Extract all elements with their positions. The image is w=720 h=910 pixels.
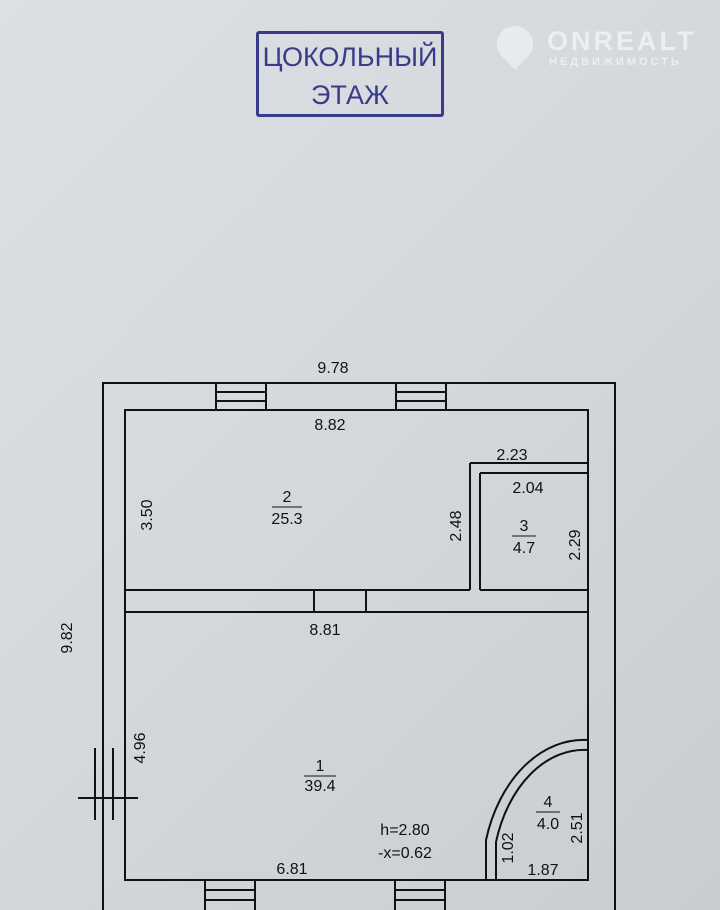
door-left bbox=[78, 748, 138, 820]
room4-arc-wall bbox=[485, 738, 589, 880]
window-bottom-right bbox=[394, 879, 446, 910]
outer-width-label: 9.78 bbox=[317, 360, 348, 377]
outer-wall bbox=[102, 382, 616, 910]
room3-height-label: 2.29 bbox=[567, 529, 584, 560]
room1-height-label: 4.96 bbox=[132, 732, 149, 763]
room2-area: 25.3 bbox=[271, 511, 302, 528]
watermark-name: ONREALT bbox=[547, 26, 697, 56]
room4-height-label: 2.51 bbox=[569, 812, 586, 843]
room1-number: 1 bbox=[316, 758, 325, 775]
room4-width-label: 1.87 bbox=[527, 862, 558, 879]
watermark-subtitle: НЕДВИЖИМОСТЬ bbox=[549, 56, 682, 68]
ceiling-height-label: h=2.80 bbox=[380, 822, 429, 839]
room1-width-label: 8.81 bbox=[309, 622, 340, 639]
floor-stamp: ЦОКОЛЬНЫЙ ЭТАЖ bbox=[256, 31, 444, 117]
level-label: -x=0.62 bbox=[378, 845, 432, 862]
room3-wall-height-label: 2.48 bbox=[448, 510, 465, 541]
room1-bottom-width-label: 6.81 bbox=[276, 861, 307, 878]
window-bottom-left bbox=[204, 879, 256, 910]
room3-width-label: 2.04 bbox=[512, 480, 543, 497]
room3-walls bbox=[469, 462, 588, 590]
room4-number: 4 bbox=[544, 794, 553, 811]
partition-wall bbox=[125, 589, 588, 613]
room2-number: 2 bbox=[283, 489, 292, 506]
stamp-line-1: ЦОКОЛЬНЫЙ bbox=[262, 42, 438, 72]
room4-area: 4.0 bbox=[537, 816, 559, 833]
room3-outer-width-label: 2.23 bbox=[496, 447, 527, 464]
room2-width-label: 8.82 bbox=[314, 417, 345, 434]
stamp-line-2: ЭТАЖ bbox=[311, 80, 389, 110]
inner-wall bbox=[124, 409, 589, 881]
window-top-right bbox=[395, 382, 447, 411]
room3-number: 3 bbox=[520, 518, 529, 535]
room1-area: 39.4 bbox=[304, 778, 335, 795]
outer-height-label: 9.82 bbox=[59, 622, 76, 653]
room4-side-label: 1.02 bbox=[500, 832, 517, 863]
window-top-left bbox=[215, 382, 267, 411]
room2-height-label: 3.50 bbox=[139, 499, 156, 530]
room3-area: 4.7 bbox=[513, 540, 535, 557]
